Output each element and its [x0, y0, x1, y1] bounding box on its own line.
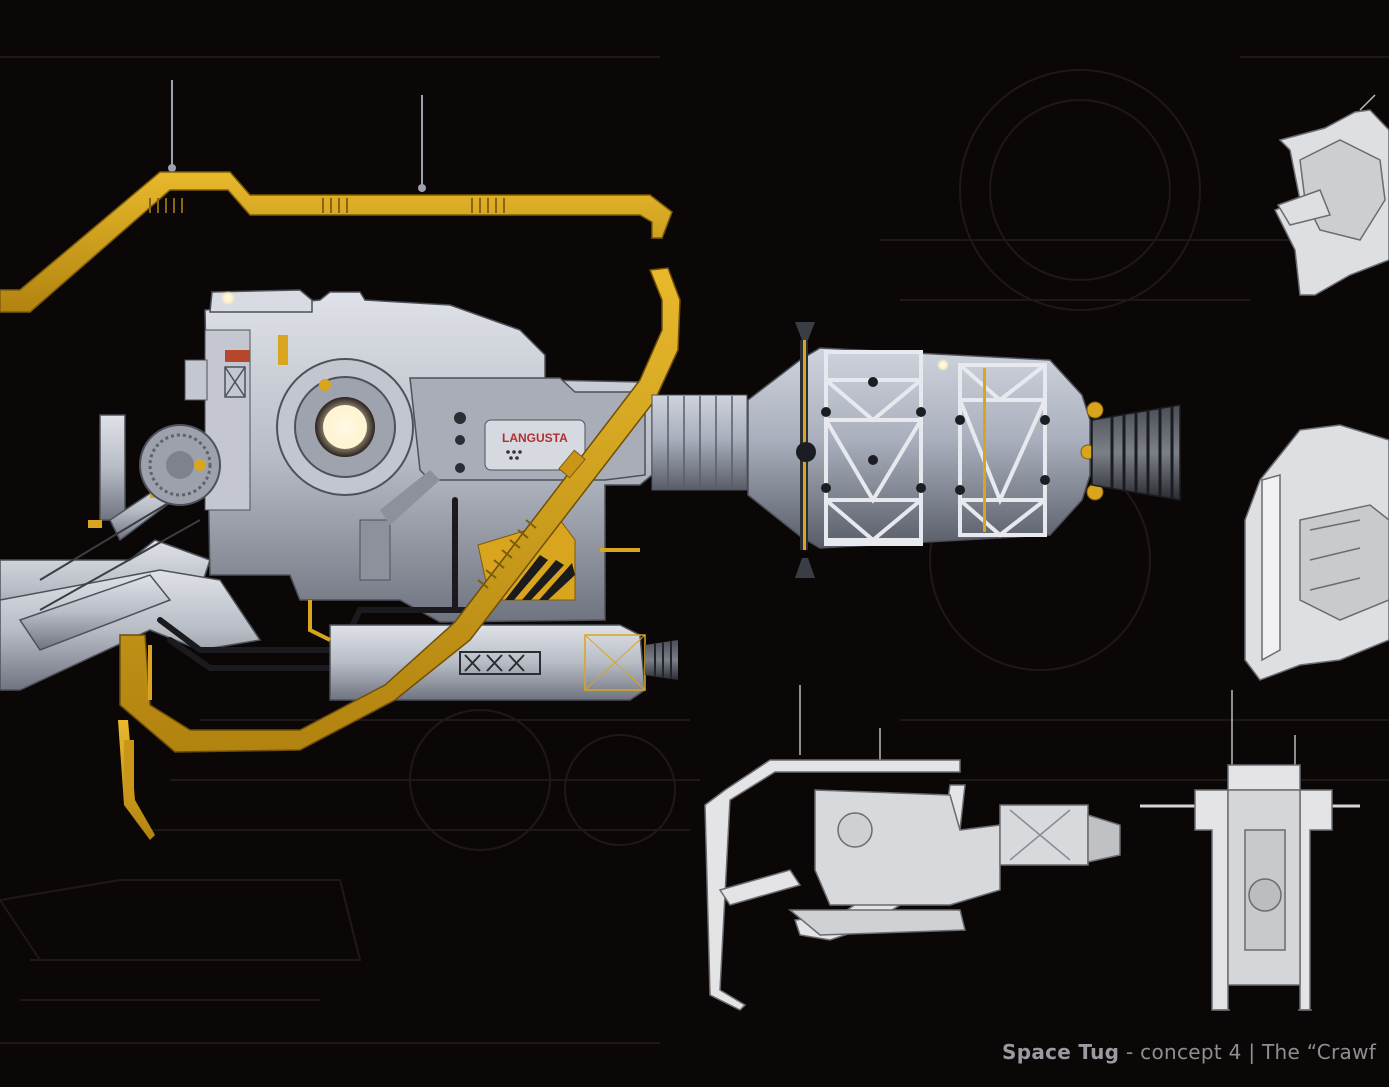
caption-separator: - [1119, 1040, 1141, 1064]
manipulator-arm [0, 414, 262, 691]
top-view-clay [1244, 424, 1389, 681]
caption-title: Space Tug [1002, 1040, 1120, 1064]
front-view-clay [1140, 690, 1360, 1011]
side-view-render: LANGUSTA [0, 80, 1181, 840]
background-blueprint [0, 56, 1389, 1044]
caption-subtitle: concept 4 | The “Crawf [1140, 1040, 1377, 1064]
side-view-clay [704, 685, 1121, 1011]
antennas [171, 80, 423, 190]
top-rail-arm [0, 171, 673, 313]
perspective-view-clay [1273, 94, 1389, 296]
hull-marking: LANGUSTA [502, 431, 568, 445]
sheet-caption: Space Tug - concept 4 | The “Crawf [1002, 1040, 1389, 1070]
